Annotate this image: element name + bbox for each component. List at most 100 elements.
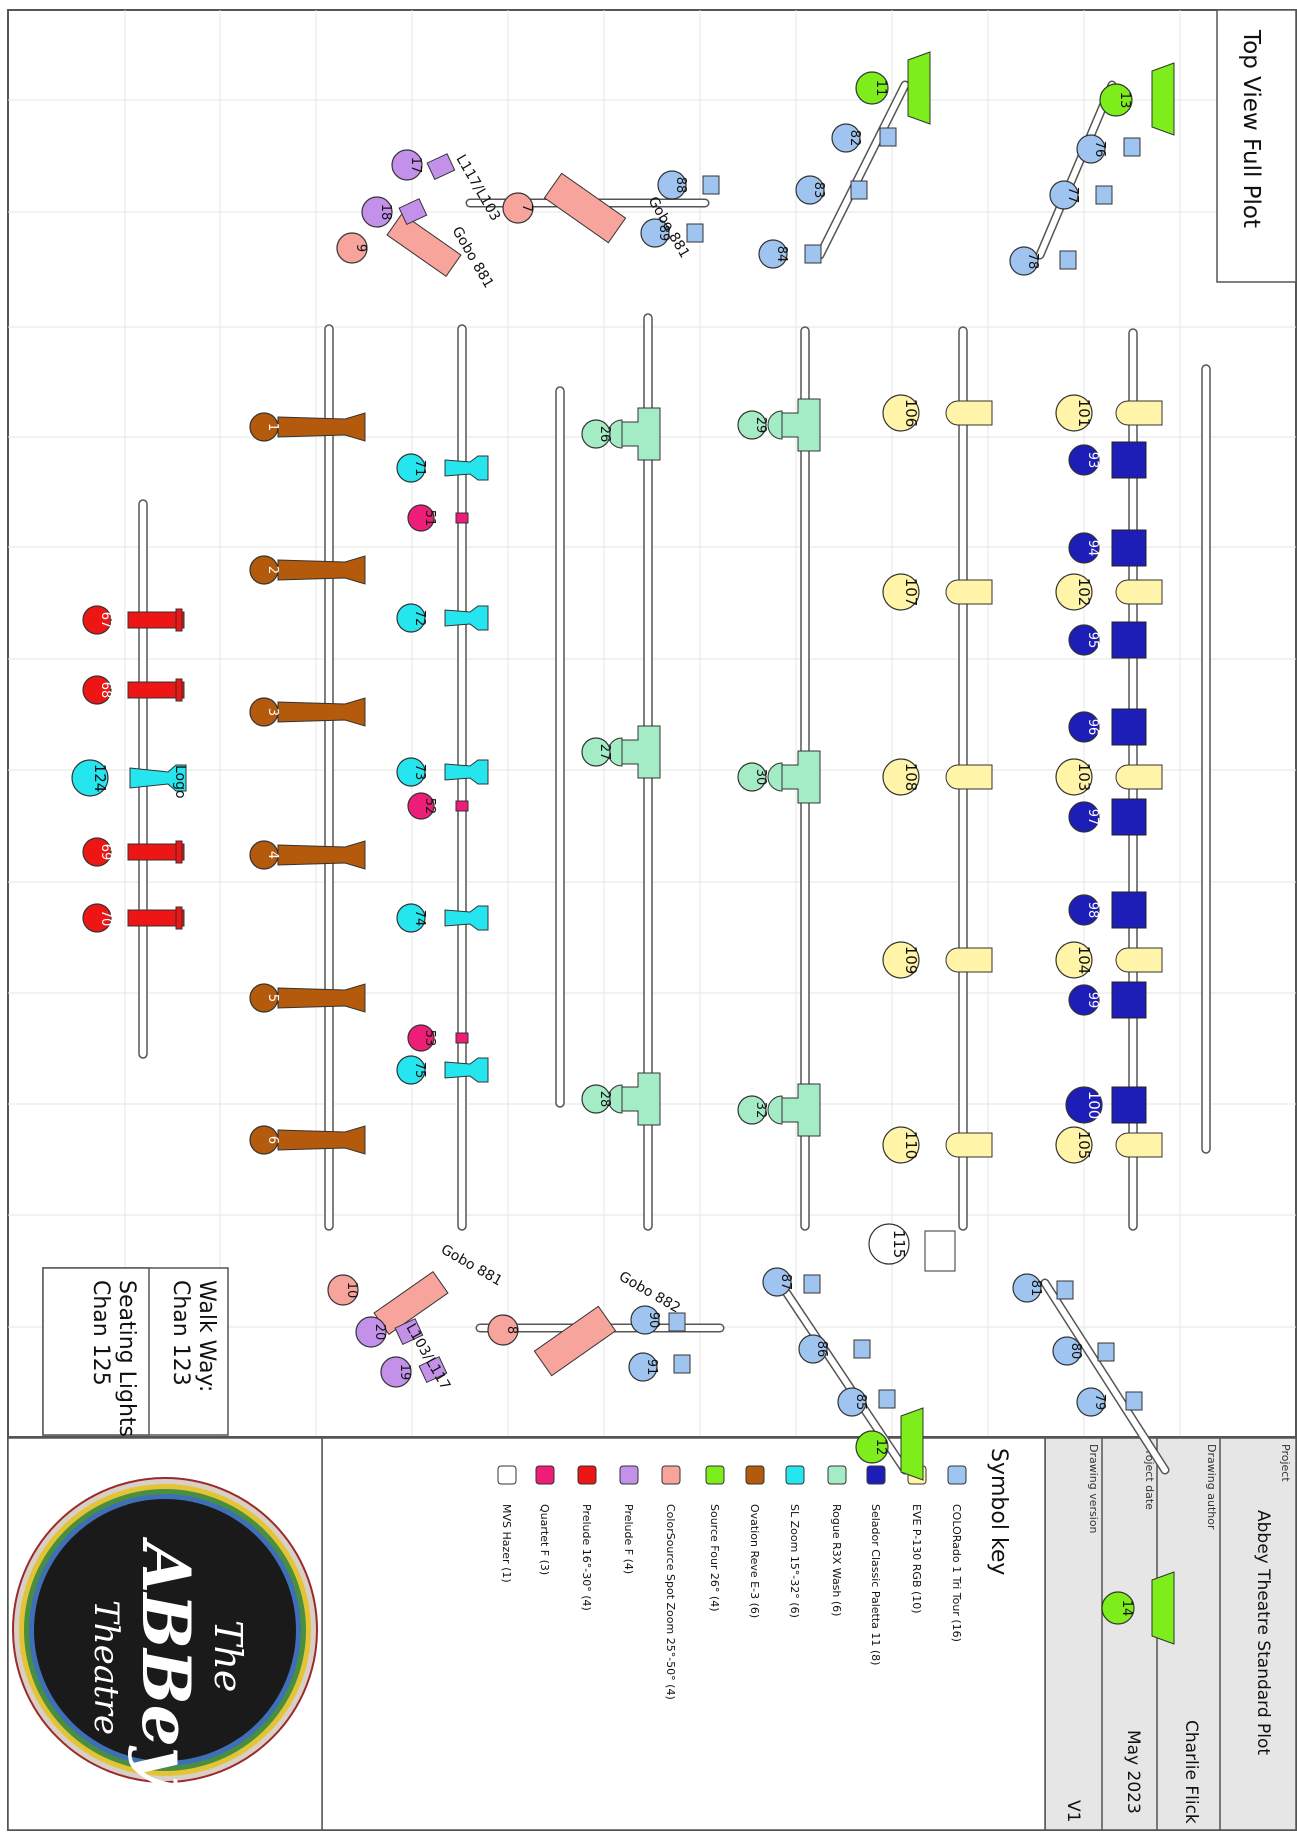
colorado-chan-78-label: 78 [1025,253,1040,270]
source4-fixture [1151,1571,1175,1645]
slzoom-fixture [444,759,489,785]
title-box: Top View Full Plot [1216,9,1297,283]
hazer-chan-115: 115 [868,1223,910,1265]
eve-fixture [1115,947,1163,973]
quartet-fixture [455,1032,469,1044]
colorado-chan-77: 77 [1049,180,1080,210]
legend-label: Prelude 16°-30° (4) [580,1504,593,1611]
legend-label: Ovation Reve E-3 (6) [748,1504,761,1618]
selador-fixture [1111,891,1147,929]
selador-chan-96: 96 [1068,711,1100,743]
logo-line-3: Theatre [86,1600,126,1735]
colorado-chan-91: 91 [628,1352,659,1382]
rogue-chan-27: 27 [581,737,612,767]
eve-chan-109: 109 [882,941,920,979]
info-block: Project Abbey Theatre Standard Plot Draw… [1044,1437,1297,1831]
prelude-zoom-chan-68: 68 [82,675,113,705]
selador-fixture [1111,798,1147,836]
selador-chan-98: 98 [1068,894,1100,926]
ovation-chan-6-label: 6 [265,1136,280,1144]
slzoom-chan-74-label: 74 [412,910,427,927]
eve-chan-102-label: 102 [1075,578,1093,607]
source4-fixture [1151,62,1175,136]
eve-chan-101-label: 101 [1075,399,1093,428]
selador-fixture [1111,441,1147,479]
hazer-fixture [924,1230,956,1272]
legend-label: MVS Hazer (1) [500,1504,513,1583]
hazer-chan-115-label: 115 [890,1230,908,1259]
slzoom-chan-72-label: 72 [412,610,427,627]
prelude-zoom-chan-67-label: 67 [98,612,113,629]
slzoom-chan-71-label: 71 [412,460,427,477]
colorado-fixture [804,244,822,264]
selador-fixture [1111,1086,1147,1124]
colorado-chan-81-label: 81 [1028,1280,1043,1297]
prelude-f-fixture [426,153,456,181]
pipe-short-2 [1201,364,1211,1154]
s4-chan-14-label: 14 [1119,1600,1134,1617]
top-bar [0,0,1297,6]
prelude-zoom-chan-69: 69 [82,837,113,867]
quartet-chan-51: 51 [407,504,437,532]
fixtures: 1234566768697012471727374755152532627282… [71,51,1175,1645]
slzoom-fixture [444,905,489,931]
colorado-chan-80-label: 80 [1068,1343,1083,1360]
selador-chan-94-label: 94 [1085,540,1100,557]
logo-chan-124: 124 [71,759,109,797]
colorado-chan-77-label: 77 [1065,187,1080,204]
selador-fixture [1111,621,1147,659]
colorado-chan-90-label: 90 [646,1312,661,1329]
pipe-short-1 [555,386,565,1108]
eve-chan-106: 106 [882,394,920,432]
ovation-fixture [277,412,366,442]
s4-chan-13: 13 [1099,83,1133,117]
prelude-zoom-fixture [127,909,185,927]
legend-item: Prelude F (4) [619,1465,639,1574]
symbol-key: Symbol key COLORado 1 Tri Tour (16)EVE P… [321,1437,1046,1831]
source4-fixture [907,51,931,125]
quartet-chan-52-label: 52 [422,798,437,815]
s4-chan-12: 12 [855,1430,889,1464]
rogue-chan-28: 28 [581,1084,612,1114]
eve-fixture [1115,400,1163,426]
logo-area: The ABBey Theatre [7,1437,323,1831]
eve-fixture [1115,764,1163,790]
slzoom-fixture [444,455,489,481]
s4-chan-13-label: 13 [1117,92,1132,109]
legend-swatch [866,1465,886,1485]
colorado-chan-85: 85 [837,1387,868,1417]
colorado-fixture [686,223,704,243]
colorado-chan-82: 82 [831,123,862,153]
selador-chan-97: 97 [1068,801,1100,833]
prelude-f-fixture [418,1356,448,1384]
colorado-fixture [803,1274,821,1294]
prelude-zoom-chan-70: 70 [82,903,113,933]
colorado-fixture [1125,1391,1143,1411]
quartet-chan-51-label: 51 [422,510,437,527]
prelude-f-chan-17: 17 [391,149,423,181]
rogue-fixture [621,1072,661,1126]
colorado-chan-86: 86 [798,1334,829,1364]
rogue-chan-28-label: 28 [597,1091,612,1108]
legend-swatch [497,1465,517,1485]
project-name: Abbey Theatre Standard Plot [1253,1510,1273,1755]
eve-fixture [945,1132,993,1158]
project-label: Project [1279,1444,1292,1482]
selador-fixture [1111,529,1147,567]
prelude-zoom-fixture [127,681,185,699]
eve-chan-103-label: 103 [1075,763,1093,792]
colorado-chan-88-label: 88 [673,177,688,194]
ovation-fixture [277,840,366,870]
source4-fixture [900,1407,924,1481]
project-date: May 2023 [1123,1730,1143,1814]
colorado-fixture [1056,1280,1074,1300]
slzoom-fixture [444,605,489,631]
prelude-f-chan-18-label: 18 [378,204,393,221]
legend-swatch [577,1465,597,1485]
ovation-fixture [277,697,366,727]
colorado-chan-91-label: 91 [644,1359,659,1376]
walkway-label: Walk Way: [194,1280,219,1392]
rogue-fixture [781,1083,821,1137]
colorado-chan-85-label: 85 [853,1394,868,1411]
slzoom-chan-73: 73 [396,757,427,787]
